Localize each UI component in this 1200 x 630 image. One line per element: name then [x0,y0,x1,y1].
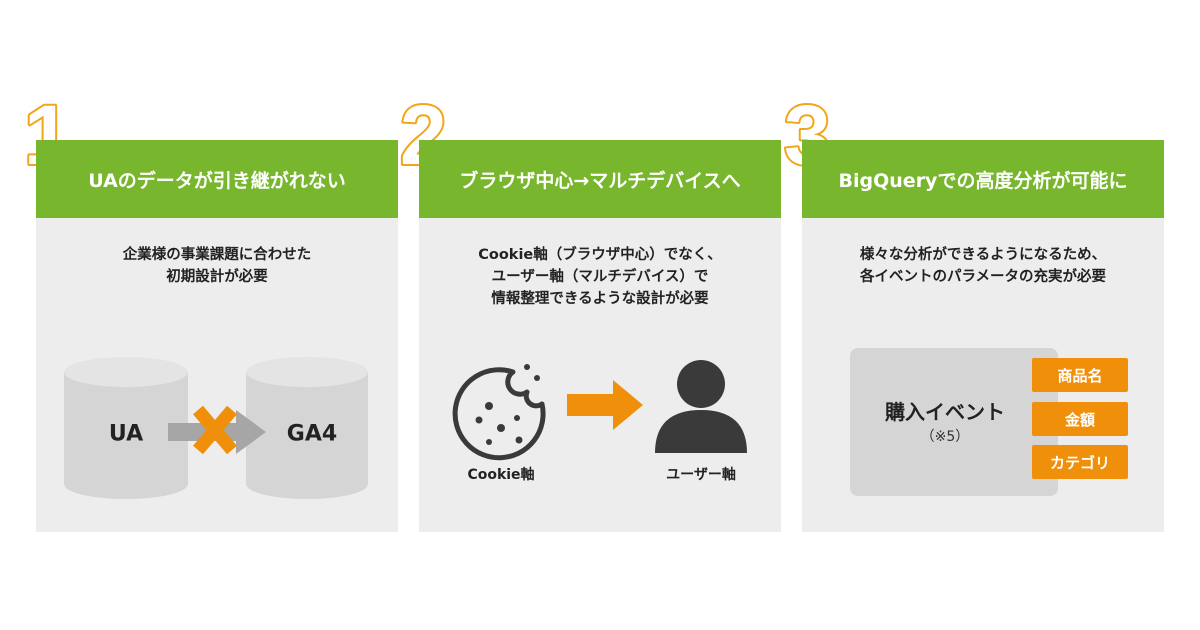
panel-header: BigQueryでの高度分析が可能に [802,140,1164,218]
panel-title: BigQueryでの高度分析が可能に [838,169,1128,192]
cookie-axis-label: Cookie軸 [467,467,535,483]
database-icon [246,357,368,499]
description-line: 初期設計が必要 [166,269,268,285]
param-category: カテゴリ [1032,445,1128,479]
description-line: 各イベントのパラメータの充実が必要 [859,269,1107,285]
description-line: 企業様の事業課題に合わせた [122,247,312,263]
param-product-name: 商品名 [1032,358,1128,392]
panel-description: Cookie軸（ブラウザ中心）でなく、 ユーザー軸（マルチデバイス）で 情報整理… [419,244,781,310]
panel-title: UAのデータが引き継がれない [88,169,346,192]
step-panel-2: ブラウザ中心→マルチデバイスへ Cookie軸（ブラウザ中心）でなく、 ユーザー… [419,140,781,532]
description-line: 様々な分析ができるようになるため、 [859,247,1107,263]
ua-label: UA [108,421,144,447]
blocked-arrow-icon [168,405,266,455]
step-panel-3: BigQueryでの高度分析が可能に 様々な分析ができるようになるため、 各イベ… [802,140,1164,532]
panel-header: UAのデータが引き継がれない [36,140,398,218]
event-footnote: （※5） [920,429,970,445]
cookie-icon [452,364,546,461]
user-axis-label: ユーザー軸 [666,467,736,483]
step-number-1: 1 [22,92,73,172]
description-line: ユーザー軸（マルチデバイス）で [491,269,709,285]
panel-description: 様々な分析ができるようになるため、 各イベントのパラメータの充実が必要 [802,244,1164,288]
description-line: 情報整理できるような設計が必要 [491,291,709,307]
panel-header: ブラウザ中心→マルチデバイスへ [419,140,781,218]
event-title: 購入イベント [885,400,1005,424]
step-panel-1: UAのデータが引き継がれない 企業様の事業課題に合わせた 初期設計が必要 UA … [36,140,398,532]
purchase-event-box [850,348,1058,496]
svg-text:1: 1 [24,92,71,172]
panel-description: 企業様の事業課題に合わせた 初期設計が必要 [36,244,398,288]
cookie-to-user-illustration [452,360,747,461]
description-line: Cookie軸（ブラウザ中心）でなく、 [478,247,722,263]
ga4-label: GA4 [286,421,338,447]
ua-ga4-illustration [64,357,368,499]
arrow-right-icon [567,380,643,430]
database-icon [64,357,188,499]
param-amount: 金額 [1032,402,1128,436]
user-icon [655,360,747,453]
panel-title: ブラウザ中心→マルチデバイスへ [459,169,741,192]
